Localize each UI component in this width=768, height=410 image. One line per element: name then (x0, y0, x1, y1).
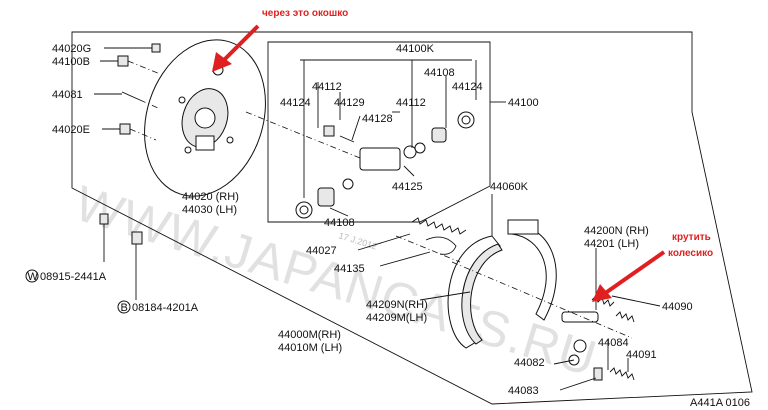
washer-marker (25, 269, 39, 283)
diagram-code: A441A 0106 (690, 397, 750, 409)
adjuster-wheel (561, 311, 599, 323)
bolt-marker-letter: B (121, 302, 128, 314)
adjuster-note-line1: крутить (672, 232, 711, 243)
label-44027: 44027 (306, 245, 337, 257)
label-08184-4201a: 08184-4201A (132, 302, 199, 314)
label-44200n-rh: 44200N (RH) (584, 225, 649, 237)
label-44108: 44108 (424, 67, 455, 79)
cylinder-subbox (267, 41, 491, 223)
bolt-marker (117, 300, 131, 314)
label-44124-b: 44124 (452, 81, 483, 93)
label-44100k: 44100K (396, 43, 435, 55)
label-44030-lh: 44030 (LH) (182, 204, 237, 216)
label-44112-b: 44112 (396, 97, 426, 109)
label-44129: 44129 (334, 97, 365, 109)
label-44100: 44100 (508, 97, 539, 109)
label-44081: 44081 (52, 89, 83, 101)
left-leaders (94, 47, 161, 300)
label-44125: 44125 (392, 181, 423, 193)
watermark-stamp: 17 J.2012 (337, 230, 378, 251)
springs (395, 217, 635, 381)
label-44209n-rh: 44209N(RH) (366, 299, 428, 311)
label-08915-2441a: 08915-2441A (40, 271, 107, 283)
adjuster-note-line2: колесико (668, 248, 713, 259)
label-44020e: 44020E (52, 124, 90, 136)
label-44090: 44090 (662, 301, 693, 313)
label-44084: 44084 (598, 337, 629, 349)
label-44201-lh: 44201 (LH) (584, 238, 639, 250)
label-44124-a: 44124 (280, 97, 311, 109)
cylinder-leaders (245, 59, 506, 217)
label-44020g: 44020G (52, 43, 91, 55)
right-leaders (357, 194, 661, 391)
label-44209m-lh: 44209M(LH) (366, 312, 427, 324)
label-44135: 44135 (334, 263, 365, 275)
label-44060k: 44060K (490, 181, 529, 193)
backing-plate (144, 39, 266, 197)
label-44112-a: 44112 (312, 81, 342, 93)
label-44091: 44091 (626, 349, 657, 361)
window-note: через это окошко (262, 8, 348, 19)
label-44128: 44128 (362, 113, 393, 125)
label-44100b: 44100B (52, 56, 90, 68)
outer-frame (71, 31, 753, 405)
label-44082: 44082 (514, 357, 545, 369)
label-44020-rh: 44020 (RH) (182, 191, 239, 203)
label-44010m-lh: 44010M (LH) (278, 342, 342, 354)
brake-shoes (447, 219, 557, 349)
wheel-cylinder-parts (295, 111, 475, 219)
watermark-text: WWW.JAPANCATS.RU (69, 175, 604, 387)
label-44108-b: 44108 (324, 217, 355, 229)
annotation-arrows (212, 24, 666, 302)
washer-marker-letter: W (28, 271, 39, 283)
label-44000m-rh: 44000M(RH) (278, 329, 341, 341)
label-44083: 44083 (508, 385, 539, 397)
